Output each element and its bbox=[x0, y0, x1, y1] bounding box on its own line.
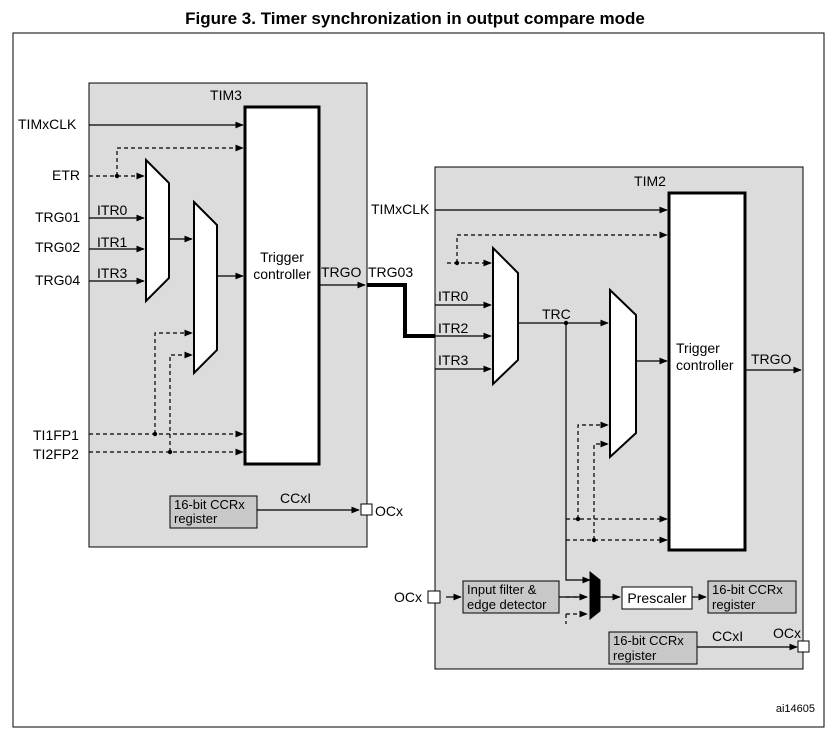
tim3-label: TIM3 bbox=[210, 87, 242, 103]
tim3-timxclk-label: TIMxCLK bbox=[18, 116, 77, 132]
tim3-trg04-label: TRG04 bbox=[35, 272, 80, 288]
tim2-trigger-label: Trigger bbox=[676, 340, 720, 356]
tim2-controller-label: controller bbox=[676, 357, 734, 373]
tim2-prescaler-label: Prescaler bbox=[627, 590, 686, 606]
tim2-trigger-controller bbox=[667, 191, 747, 552]
tim3-itr0-label: ITR0 bbox=[97, 202, 128, 218]
tim3-ti1fp1-label: TI1FP1 bbox=[33, 427, 79, 443]
tim2-mux-2 bbox=[609, 287, 637, 460]
tim3-trg02-label: TRG02 bbox=[35, 239, 80, 255]
tim2-mux-1 bbox=[492, 245, 519, 387]
tim2-ccxi-label: CCxI bbox=[712, 628, 743, 644]
figure-frame bbox=[12, 32, 825, 728]
tim2-trgo-label: TRGO bbox=[751, 351, 792, 367]
trgo-to-itr2-link bbox=[367, 283, 435, 338]
tim2-ocx-out-pin bbox=[797, 640, 810, 653]
figure-title: Figure 3. Timer synchronization in outpu… bbox=[185, 9, 645, 28]
tim2-wires bbox=[435, 206, 802, 651]
tim2-ccr-b-label-2: register bbox=[613, 648, 657, 663]
tim2-itr3-label: ITR3 bbox=[438, 352, 469, 368]
tim2-input-filter-label-1: Input filter & bbox=[467, 582, 537, 597]
tim3-ocx-label: OCx bbox=[375, 503, 403, 519]
tim2-ccr-a-label-1: 16-bit CCRx bbox=[712, 582, 783, 597]
tim3-junction-dots bbox=[114, 173, 173, 455]
tim3-wires bbox=[89, 121, 366, 289]
tim3-ocx-pin bbox=[360, 503, 373, 516]
tim2-junction-dots bbox=[454, 260, 597, 543]
tim3-ccr-label-1: 16-bit CCRx bbox=[174, 497, 245, 512]
tim2-selector-mux bbox=[589, 570, 601, 621]
tim3-itr3-label: ITR3 bbox=[97, 265, 128, 281]
tim3-trg01-label: TRG01 bbox=[35, 209, 80, 225]
trg03-label: TRG03 bbox=[368, 264, 413, 280]
tim2-input-filter bbox=[462, 580, 560, 614]
tim3-mux-2 bbox=[193, 199, 218, 376]
tim2-ccr-b-label-1: 16-bit CCRx bbox=[613, 633, 684, 648]
tim2-timxclk-label: TIMxCLK bbox=[371, 201, 430, 217]
tim2-input-filter-label-2: edge detector bbox=[467, 597, 547, 612]
tim2-trc-label: TRC bbox=[542, 306, 571, 322]
tim2-ccr-a-label-2: register bbox=[712, 597, 756, 612]
tim3-ccr-label-2: register bbox=[174, 511, 218, 526]
figure-ref: ai14605 bbox=[776, 703, 815, 715]
tim3-dashed-wires bbox=[89, 144, 244, 456]
tim3-block bbox=[88, 82, 368, 548]
tim2-prescaler bbox=[621, 586, 693, 610]
tim2-ccr-register-b bbox=[608, 631, 698, 665]
tim3-mux-1 bbox=[145, 157, 170, 304]
tim3-itr1-label: ITR1 bbox=[97, 234, 128, 250]
tim3-trigger-label: Trigger bbox=[260, 249, 304, 265]
tim3-ccr-register bbox=[169, 495, 258, 529]
tim2-label: TIM2 bbox=[634, 173, 666, 189]
tim2-ccr-register-a bbox=[707, 580, 797, 614]
tim3-trgo-label: TRGO bbox=[321, 264, 362, 280]
tim2-ocx-in-label: OCx bbox=[394, 589, 422, 605]
tim2-dashed-wires bbox=[447, 231, 668, 624]
tim2-ocx-out-label: OCx bbox=[773, 625, 801, 641]
tim3-controller-label: controller bbox=[253, 266, 311, 282]
tim2-itr2-label: ITR2 bbox=[438, 320, 469, 336]
tim3-ccxi-label: CCxI bbox=[280, 490, 311, 506]
tim3-ti2fp2-label: TI2FP2 bbox=[33, 446, 79, 462]
tim2-itr0-label: ITR0 bbox=[438, 288, 469, 304]
tim3-etr-label: ETR bbox=[52, 167, 80, 183]
tim2-ocx-in-pin bbox=[427, 590, 441, 604]
tim3-trigger-controller bbox=[243, 105, 321, 466]
